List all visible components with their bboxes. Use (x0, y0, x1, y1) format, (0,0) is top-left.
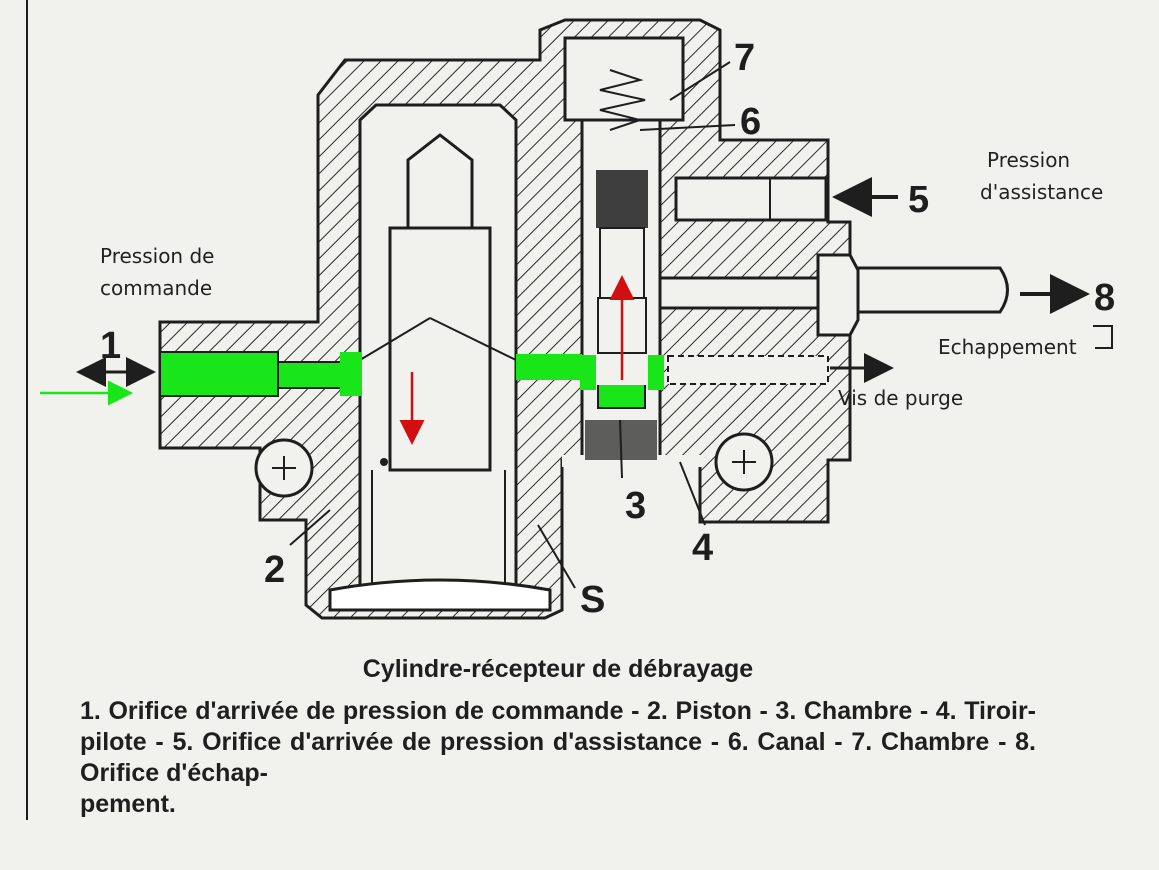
caption-legend-last-line: pement. (80, 790, 176, 818)
page-margin-rule (26, 0, 28, 820)
leader-lines (289, 61, 736, 589)
label-echappement: Echappement (938, 335, 1077, 359)
callout-1: 1 (100, 325, 121, 367)
label-pression-assistance-line2: d'assistance (980, 180, 1103, 204)
callout-5: 5 (908, 179, 929, 221)
callout-8: 8 (1094, 277, 1115, 319)
callout-2: 2 (264, 549, 285, 591)
caption-title: Cylindre-récepteur de débrayage (362, 655, 754, 683)
exhaust-bracket (1093, 325, 1113, 349)
callout-7: 7 (734, 37, 755, 79)
fluid-pressure-path (159, 351, 664, 409)
cylinder-cross-section: 1 2 3 4 5 6 7 8 S Pression de commande P… (40, 18, 1115, 621)
label-pression-commande-line1: Pression de (100, 244, 214, 268)
label-pression-commande-line2: commande (100, 276, 212, 300)
label-vis-de-purge: Vis de purge (838, 386, 963, 410)
callout-s: S (580, 579, 605, 621)
piston (328, 133, 552, 612)
label-pression-assistance-line1: Pression (987, 148, 1070, 172)
mounting-holes (254, 432, 774, 498)
callout-4: 4 (692, 527, 713, 569)
caption-legend-text: 1. Orifice d'arrivée de pression de comm… (80, 697, 1036, 787)
callout-3: 3 (625, 485, 646, 527)
caption-legend: 1. Orifice d'arrivée de pression de comm… (80, 696, 1036, 820)
callout-6: 6 (740, 101, 761, 143)
figure-caption: Cylindre-récepteur de débrayage 1. Orifi… (80, 655, 1036, 820)
right-ports (658, 176, 1009, 385)
